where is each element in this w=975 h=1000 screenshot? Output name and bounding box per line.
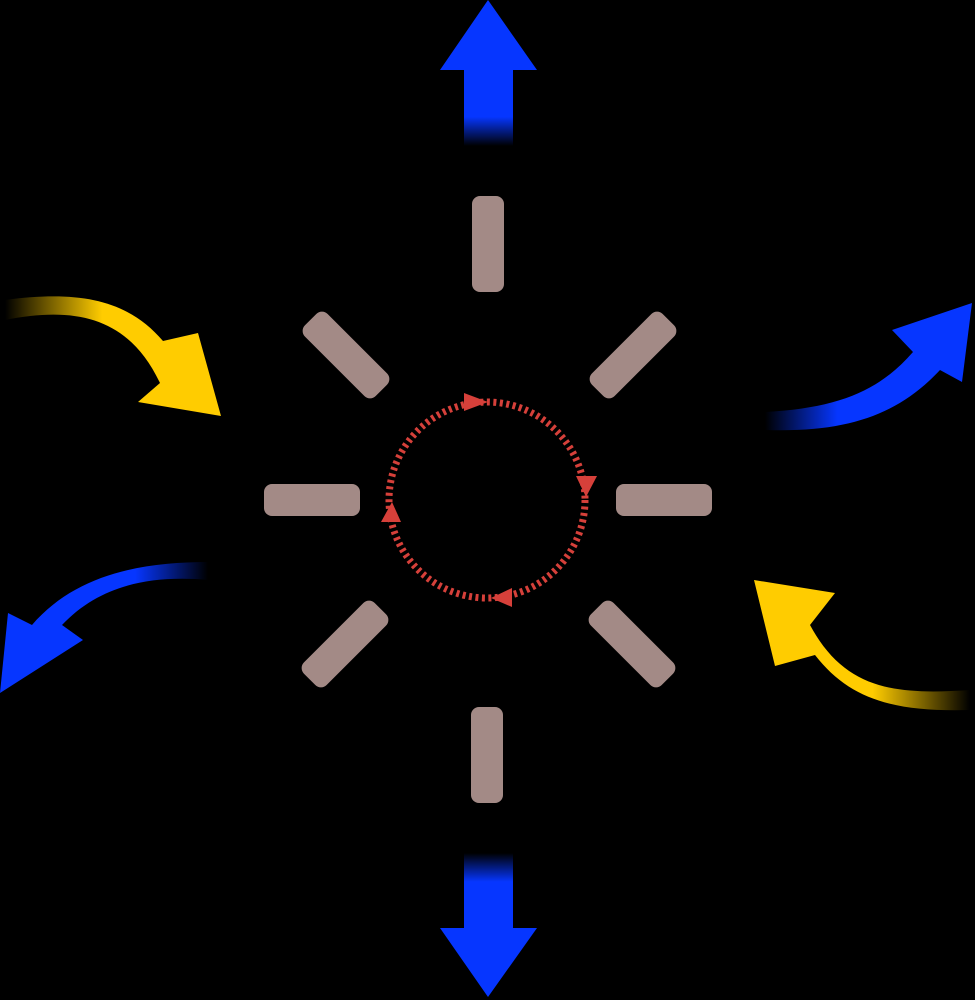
cycle-arrowhead-left	[381, 502, 401, 522]
spoke-southeast	[588, 600, 676, 688]
central-cycle	[381, 393, 597, 607]
spoke-northeast	[589, 311, 677, 399]
spoke-southwest	[301, 600, 389, 688]
cycle-ring	[385, 398, 589, 602]
spoke-east	[616, 484, 712, 516]
inflow-arrow-lower-right	[754, 580, 970, 711]
cycle-arrowhead-top	[464, 393, 488, 411]
outflow-arrow-up	[440, 0, 537, 146]
outflow-arrow-upper-right	[765, 303, 972, 431]
cycle-arrowhead-right	[576, 476, 597, 497]
spoke-south	[471, 707, 503, 803]
outflow-arrow-down	[440, 853, 537, 997]
spoke-west	[264, 484, 360, 516]
outflow-arrow-lower-left	[0, 562, 208, 693]
spoke-north	[472, 196, 504, 292]
spokes-group	[264, 196, 712, 803]
spoke-northwest	[302, 311, 390, 399]
cycle-arrowhead-bottom	[491, 588, 512, 607]
inflow-arrow-upper-left	[5, 296, 221, 416]
